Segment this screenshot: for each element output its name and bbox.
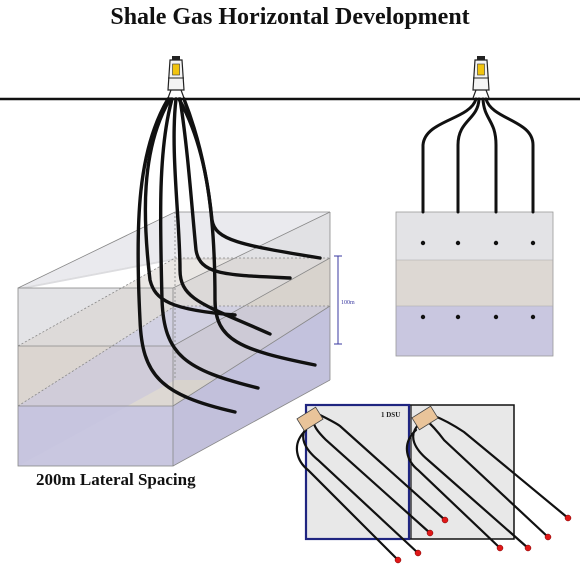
toe-dot xyxy=(544,533,552,541)
page-title: Shale Gas Horizontal Development xyxy=(110,4,470,30)
thickness-label: 100m xyxy=(341,300,355,306)
lateral xyxy=(405,428,502,550)
dsu-outline xyxy=(304,403,411,541)
toe-dot xyxy=(426,529,434,537)
wellbore xyxy=(481,97,498,214)
toe-dot xyxy=(441,516,449,524)
well-pad xyxy=(296,405,439,432)
vertical-wells xyxy=(421,97,535,214)
toe-dot xyxy=(414,549,422,557)
caption: 200m Lateral Spacing xyxy=(36,470,196,489)
toe-dot xyxy=(394,556,402,564)
wellbore xyxy=(177,97,317,367)
wellbore xyxy=(136,97,237,414)
wellbore xyxy=(172,97,272,336)
lateral xyxy=(295,428,400,562)
cross-section-top-layer xyxy=(396,212,553,260)
horizontal-wells xyxy=(136,97,322,414)
lateral xyxy=(318,413,447,522)
pad-icon xyxy=(411,405,439,431)
pad-icon xyxy=(296,406,324,432)
wellbore xyxy=(143,97,237,317)
cross-section-bottom-layer xyxy=(396,306,553,356)
wellbore xyxy=(484,97,535,214)
lateral xyxy=(412,421,530,550)
well-dot xyxy=(455,240,461,246)
well-dot xyxy=(420,240,426,246)
well-dot xyxy=(455,314,461,320)
wellbore xyxy=(456,97,481,214)
middle-layer-plane xyxy=(18,258,330,406)
toe-dot xyxy=(496,544,504,552)
wellbore xyxy=(421,97,478,214)
well-dot xyxy=(530,314,536,320)
bottom-layer-plane xyxy=(18,306,330,466)
plan-laterals xyxy=(295,413,570,562)
dsu-label: 1 DSU xyxy=(381,411,400,419)
thickness-dimension: 100m xyxy=(334,255,355,345)
drilling-rig-icon xyxy=(167,55,185,99)
wellbore xyxy=(178,97,292,280)
cross-section xyxy=(395,211,554,357)
plan-view: 1 DSU xyxy=(295,403,572,564)
well-dot xyxy=(493,314,499,320)
toe-dot xyxy=(524,544,532,552)
cross-section-middle-layer xyxy=(396,260,553,306)
well-dot xyxy=(493,240,499,246)
well-dot xyxy=(530,240,536,246)
top-layer-face xyxy=(18,212,330,288)
toe-dot xyxy=(564,514,572,522)
well-dot xyxy=(420,314,426,320)
drilling-rig-icon xyxy=(472,55,490,99)
